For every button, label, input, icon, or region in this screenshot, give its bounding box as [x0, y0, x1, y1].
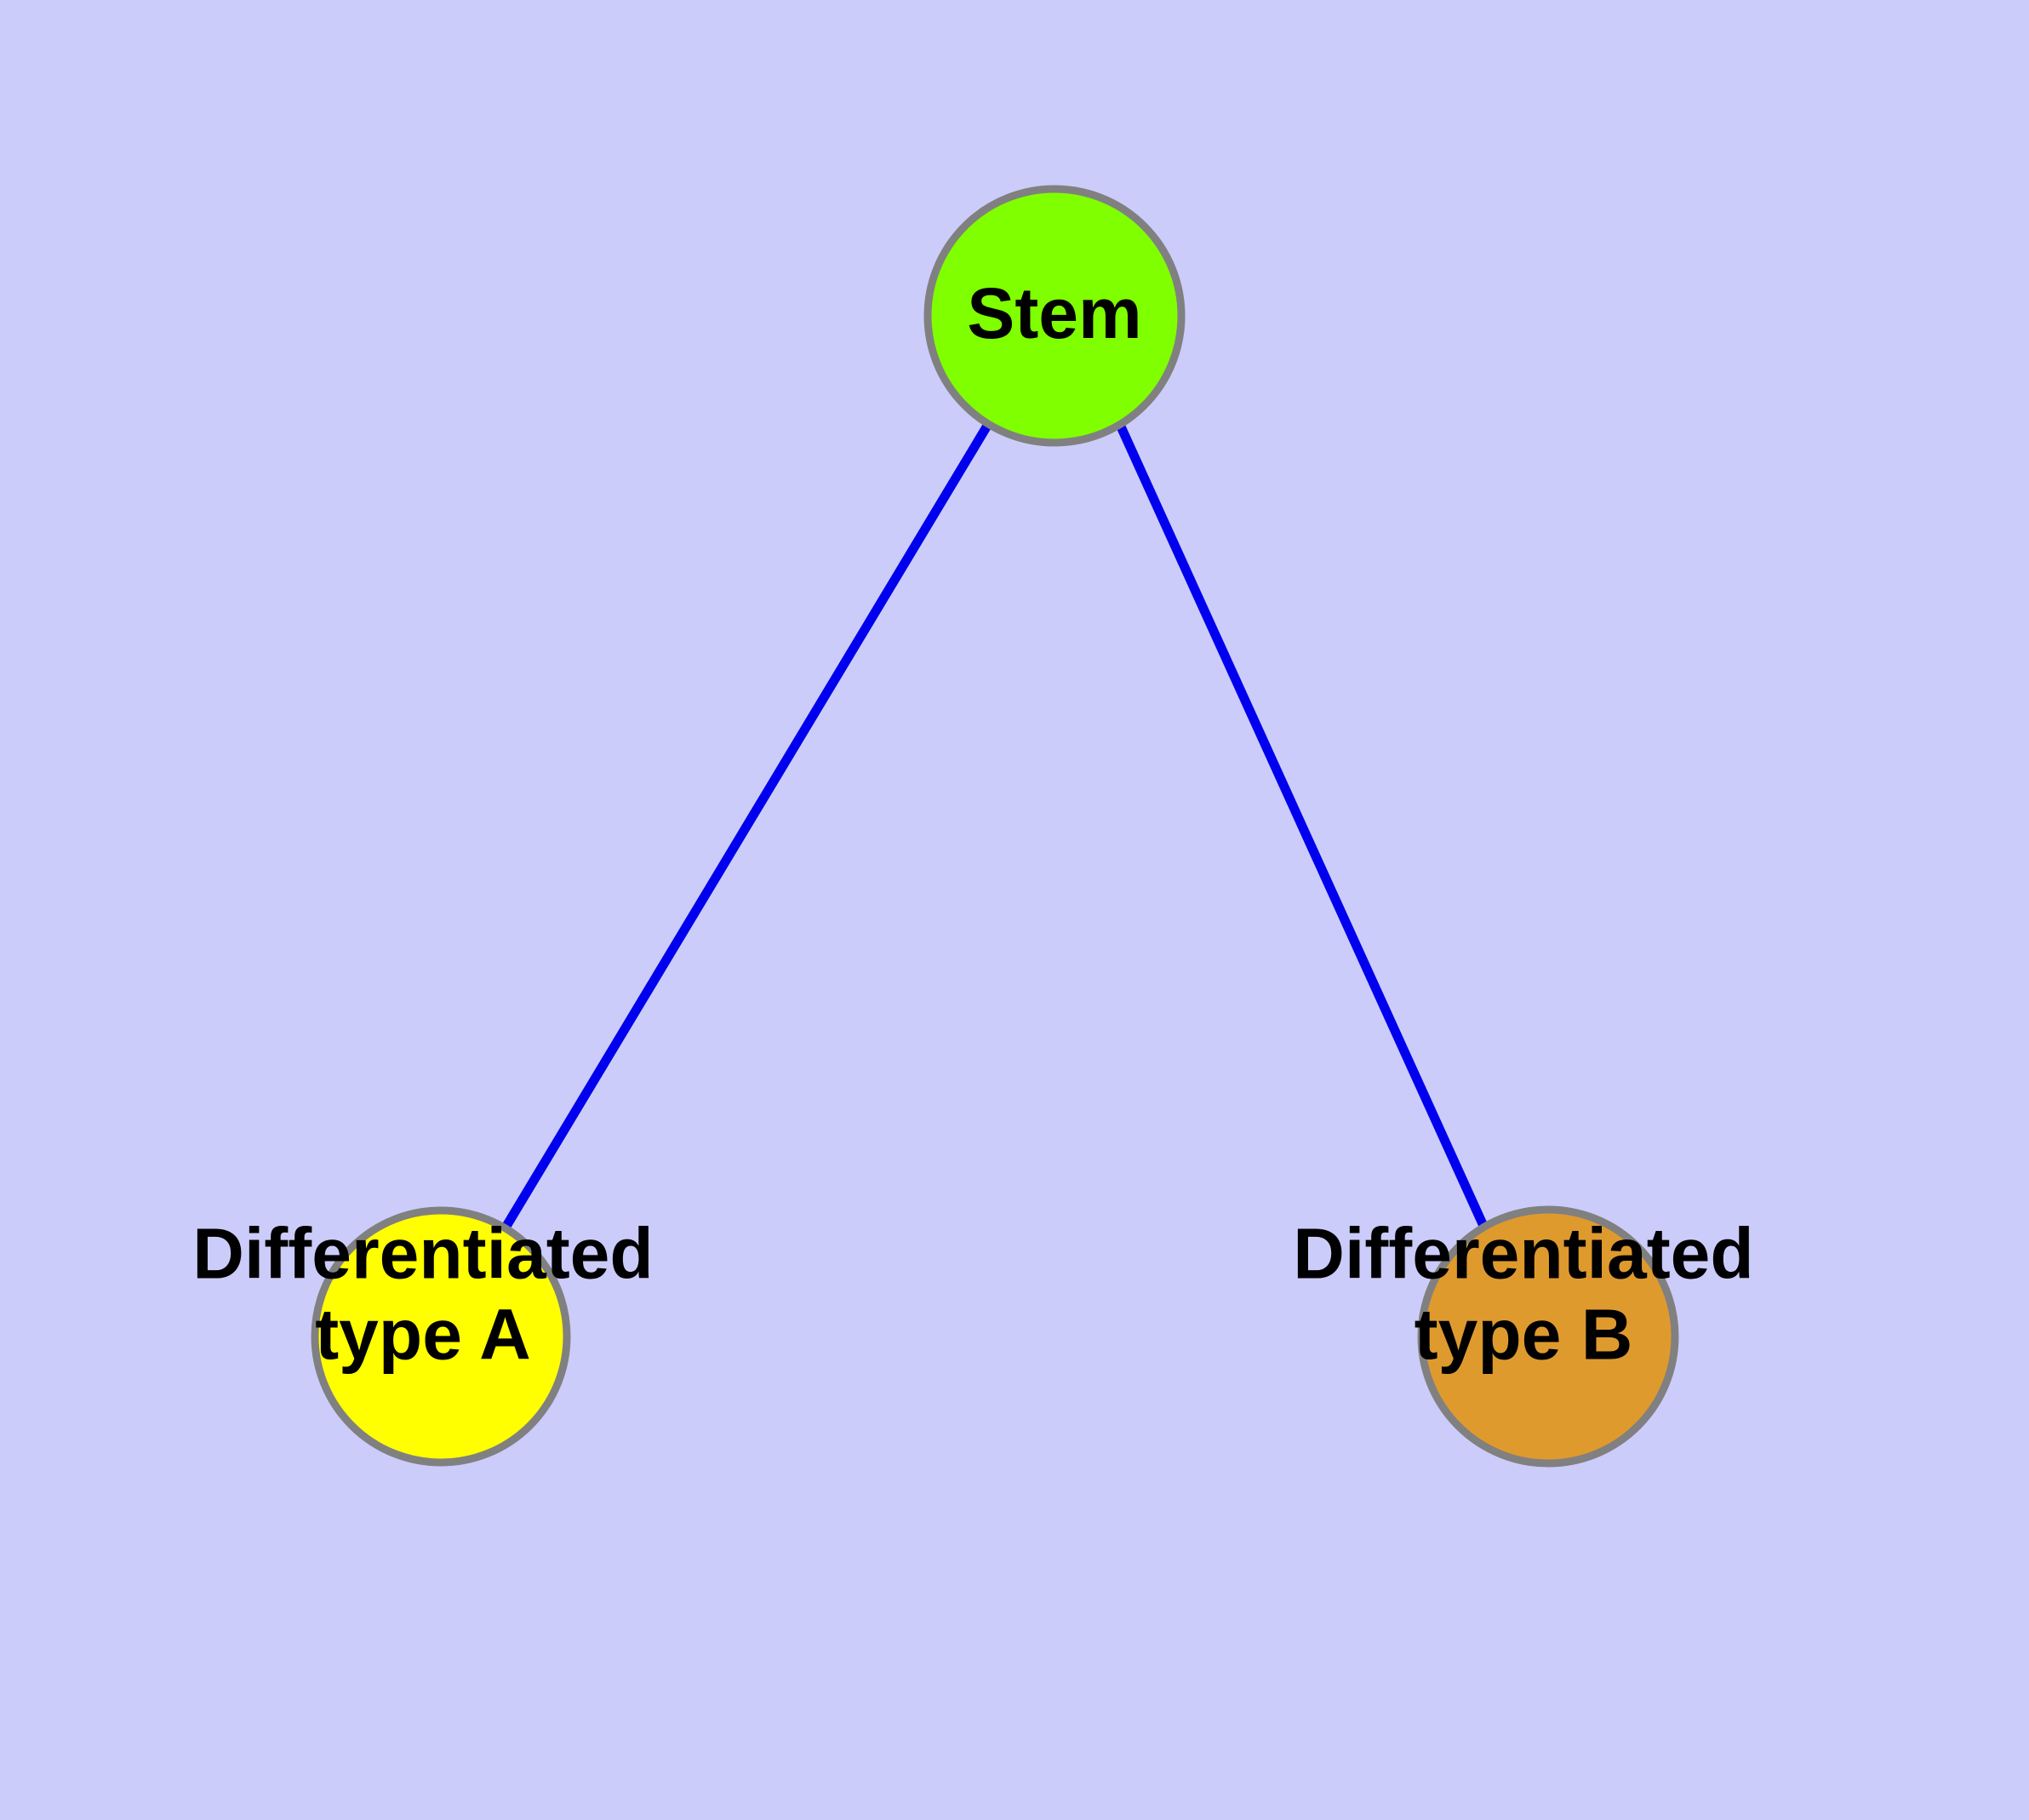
edge-stem-to-diff-b[interactable]	[1115, 422, 1489, 1228]
node-label-line: Differentiated	[192, 1214, 653, 1294]
node-label-line: type A	[315, 1295, 531, 1375]
node-label-line: Differentiated	[1293, 1214, 1753, 1294]
nodes-layer	[311, 185, 1679, 1468]
edges-layer	[501, 422, 1489, 1230]
node-diff-b[interactable]	[1417, 1205, 1679, 1468]
edge-stem-to-diff-a[interactable]	[501, 423, 992, 1230]
node-diff-a[interactable]	[311, 1206, 571, 1467]
node-label-line: Stem	[967, 273, 1141, 353]
node-stem[interactable]	[923, 185, 1186, 447]
node-label-line: type B	[1415, 1295, 1633, 1375]
node-label-stem: Stem	[967, 273, 1141, 353]
